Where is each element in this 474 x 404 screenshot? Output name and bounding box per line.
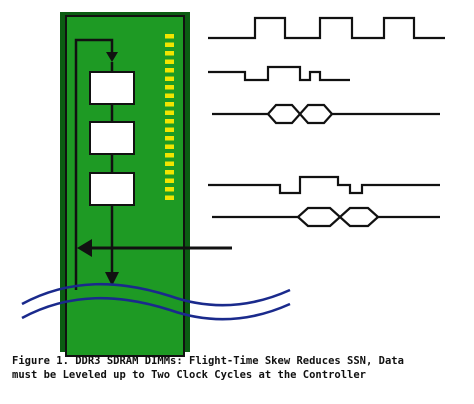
- caption-line-1: Figure 1. DDR3 SDRAM DIMMs: Flight-Time …: [12, 355, 404, 367]
- dram-chip-3: [89, 172, 135, 206]
- contact-pin: [165, 85, 174, 90]
- contact-pin: [165, 187, 174, 192]
- break-wave-2: [21, 296, 291, 321]
- contact-pin: [165, 119, 174, 124]
- delayed-pulse-waveform-1: [208, 65, 350, 82]
- dram-chip-1: [89, 71, 135, 105]
- contact-pin: [165, 42, 174, 47]
- contact-pin: [165, 110, 174, 115]
- figure-caption: Figure 1. DDR3 SDRAM DIMMs: Flight-Time …: [12, 354, 467, 382]
- caption-line-2: must be Leveled up to Two Clock Cycles a…: [12, 369, 367, 381]
- break-symbol: [21, 282, 291, 321]
- data-eye-waveform-2-lower: [297, 215, 379, 228]
- contact-pin: [165, 59, 174, 64]
- contact-pin: [165, 76, 174, 81]
- edge-connector-pins: [165, 34, 174, 200]
- data-eye-waveform-1: [212, 103, 440, 116]
- delayed-pulse-waveform-2: [208, 175, 440, 195]
- contact-pin: [165, 161, 174, 166]
- data-eye-waveform-2: [212, 206, 440, 219]
- dimm-module: [60, 12, 232, 357]
- data-return-arrowhead: [77, 239, 92, 257]
- contact-pin: [165, 127, 174, 132]
- contact-pin: [165, 68, 174, 73]
- contact-pin: [165, 102, 174, 107]
- contact-pin: [165, 195, 174, 200]
- clock-waveform: [208, 16, 445, 40]
- contact-pin: [165, 144, 174, 149]
- break-wave-1: [21, 282, 291, 307]
- contact-pin: [165, 34, 174, 39]
- contact-pin: [165, 170, 174, 175]
- dram-chip-2: [89, 121, 135, 155]
- data-eye-waveform-1-lower: [267, 112, 333, 125]
- waveforms: [208, 16, 445, 228]
- routing-top-arrowhead: [106, 52, 118, 62]
- routing-top-line: [74, 38, 114, 290]
- contact-pin: [165, 178, 174, 183]
- contact-pin: [165, 51, 174, 56]
- routing-bottom-arrowhead: [105, 272, 119, 286]
- contact-pin: [165, 136, 174, 141]
- contact-pin: [165, 93, 174, 98]
- contact-pin: [165, 153, 174, 158]
